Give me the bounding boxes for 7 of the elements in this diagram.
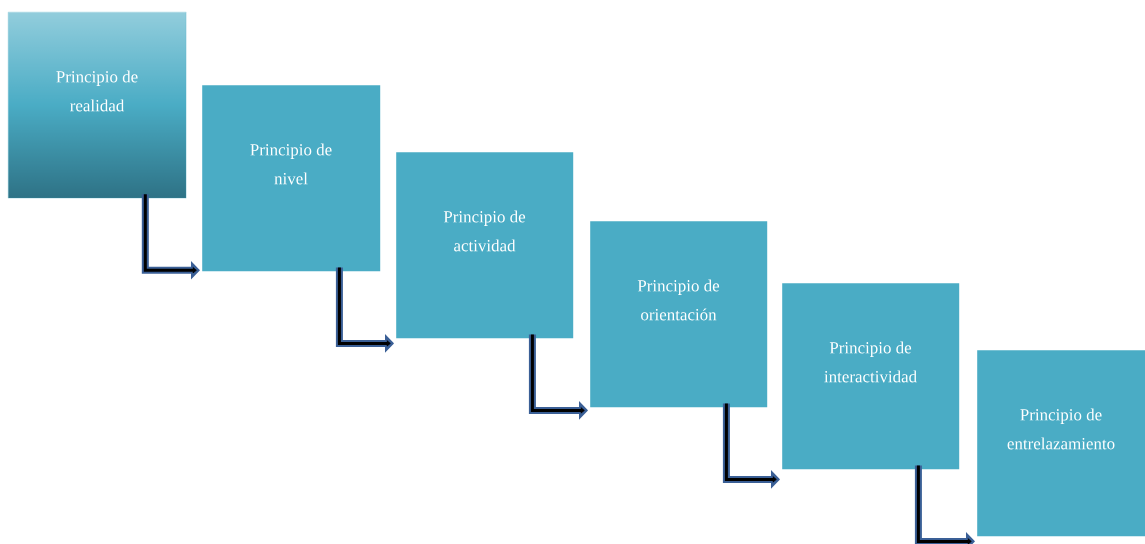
process-box: Principio de interactividad bbox=[782, 283, 960, 470]
process-box: Principio de actividad bbox=[396, 152, 574, 339]
process-box: Principio de orientación bbox=[590, 221, 768, 408]
bent-arrow bbox=[914, 465, 975, 544]
process-box: Principio de entrelazamiento bbox=[977, 350, 1145, 537]
process-box: Principio de nivel bbox=[202, 85, 381, 272]
process-box: Principio de realidad bbox=[8, 12, 187, 199]
